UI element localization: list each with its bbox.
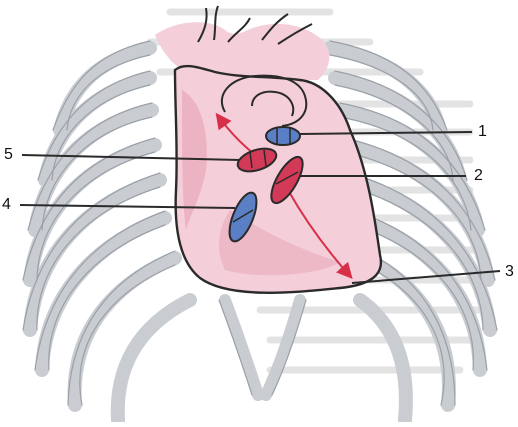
callout-label-3: 3 — [505, 264, 514, 280]
callout-label-5: 5 — [4, 147, 13, 163]
left-ribs — [30, 48, 190, 420]
callout-label-1: 1 — [478, 124, 487, 140]
callout-label-4: 4 — [2, 197, 11, 213]
callout-label-2: 2 — [474, 168, 483, 184]
valve-pulmonary — [266, 127, 300, 145]
